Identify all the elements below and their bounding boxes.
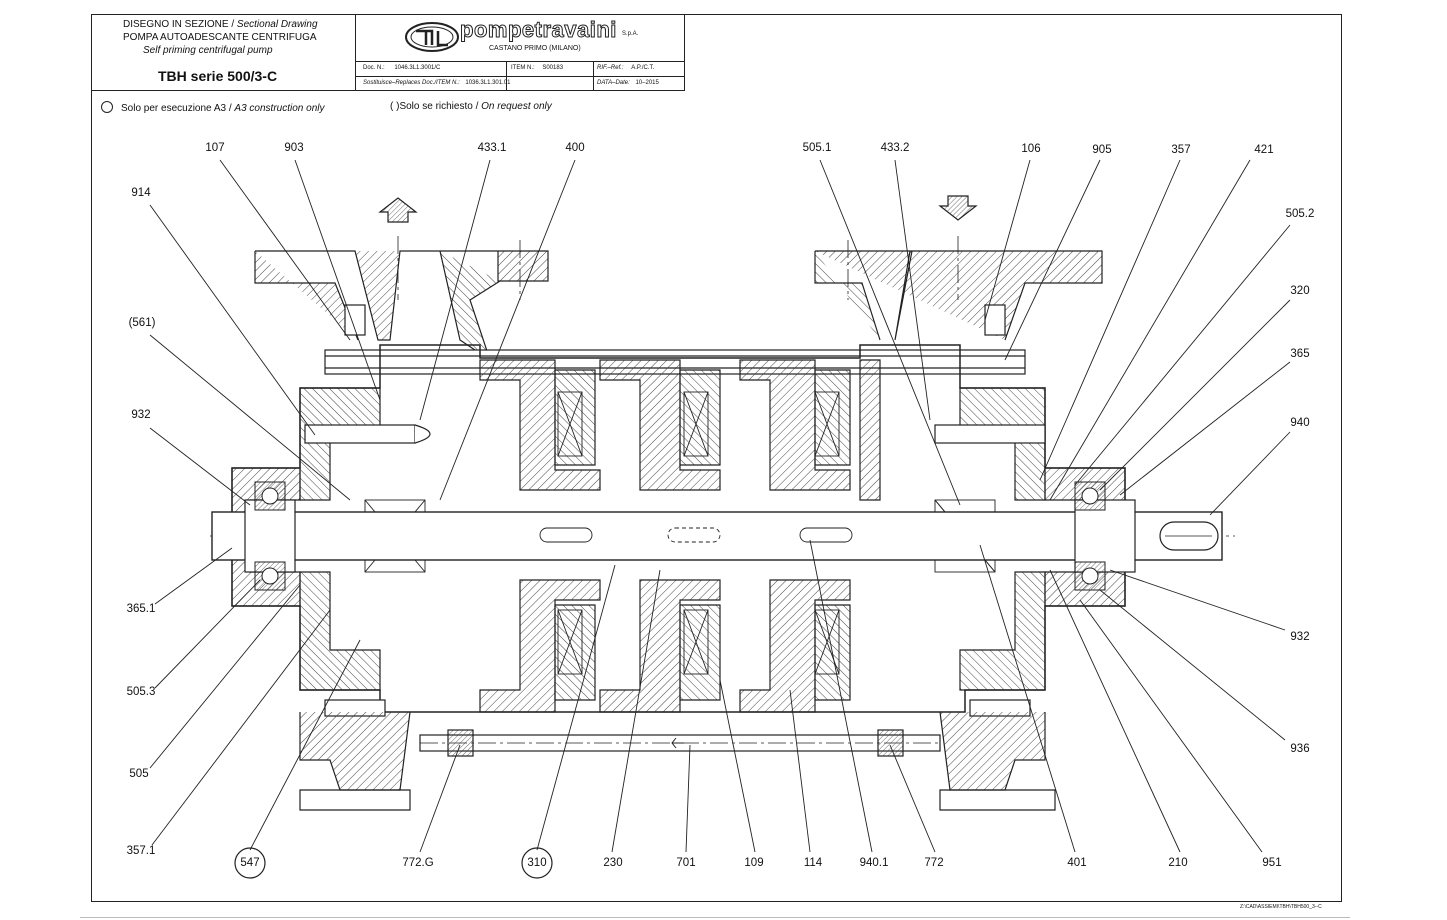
doc-number: Doc. N.: 1046.3L1.3001/C [363, 65, 440, 71]
a3-note: Solo per esecuzione A3 / A3 construction… [101, 101, 324, 114]
label-433-1: 433.1 [477, 142, 507, 154]
request-note-it: ( )Solo se richiesto [390, 101, 473, 112]
label-230: 230 [603, 857, 623, 869]
circle-marker-icon [101, 101, 113, 113]
label-940: 940 [1290, 417, 1310, 429]
company-location: CASTANO PRIMO (MILANO) [489, 45, 581, 52]
label-320: 320 [1290, 285, 1310, 297]
label-433-2: 433.2 [880, 142, 910, 154]
company-suffix: S.p.A. [622, 31, 639, 37]
doc-label: Doc. N.: [363, 65, 385, 71]
label-357: 357 [1171, 144, 1191, 156]
label-772: 772 [924, 857, 944, 869]
title-line1: DISEGNO IN SEZIONE / Sectional Drawing [123, 19, 318, 30]
replaces-value: 1036.3L1.301.01 [465, 80, 511, 86]
title-block: DISEGNO IN SEZIONE / Sectional Drawing P… [91, 14, 356, 91]
label-505-1: 505.1 [802, 142, 832, 154]
replaces: Sostituisce–Replaces Doc./ITEM N.: 1036.… [363, 80, 510, 86]
model-title: TBH serie 500/3-C [158, 68, 278, 84]
a3-note-it: Solo per esecuzione A3 [121, 103, 227, 114]
replaces-label: Sostituisce–Replaces Doc./ITEM N.: [363, 80, 460, 86]
label-561: (561) [128, 317, 156, 329]
label-905: 905 [1092, 144, 1112, 156]
rif-label: RIF.–Ref.: [597, 65, 624, 71]
item-value: S00183 [542, 65, 564, 71]
label-365-1: 365.1 [126, 603, 156, 615]
company-logo-icon [405, 22, 459, 52]
title-line3: Self priming centrifugal pump [143, 45, 273, 56]
logo-box: pompetravaini S.p.A. CASTANO PRIMO (MILA… [356, 14, 685, 62]
label-903: 903 [284, 142, 304, 154]
label-547: 547 [240, 857, 260, 869]
doc-value: 1046.3L1.3001/C [394, 65, 441, 71]
label-365: 365 [1290, 348, 1310, 360]
label-401: 401 [1067, 857, 1087, 869]
label-114: 114 [803, 857, 823, 869]
rif: RIF.–Ref.: A.P./C.T. [597, 65, 654, 71]
label-914: 914 [131, 187, 151, 199]
request-note-en: On request only [481, 101, 552, 112]
footer-rule [80, 917, 1350, 918]
label-701: 701 [676, 857, 696, 869]
label-951: 951 [1262, 857, 1282, 869]
rif-value: A.P./C.T. [631, 65, 655, 71]
label-400: 400 [565, 142, 585, 154]
title-line1-it: DISEGNO IN SEZIONE [123, 19, 229, 30]
title-line1-en: Sectional Drawing [236, 19, 318, 30]
label-772-g: 772.G [402, 857, 434, 869]
company-name: pompetravaini [460, 17, 617, 43]
label-107: 107 [205, 142, 225, 154]
label-932-upper: 932 [131, 409, 151, 421]
date: DATA–Date: 10–2015 [597, 80, 659, 86]
label-936: 936 [1290, 743, 1310, 755]
date-value: 10–2015 [635, 80, 659, 86]
label-505-2: 505.2 [1285, 208, 1315, 220]
title-line2: POMPA AUTOADESCANTE CENTRIFUGA [123, 32, 317, 43]
label-210: 210 [1168, 857, 1188, 869]
a3-note-en: A3 construction only [234, 103, 325, 114]
label-940-1: 940.1 [859, 857, 889, 869]
label-357-1: 357.1 [126, 845, 156, 857]
item-number: ITEM N.: S00183 [511, 65, 563, 71]
label-505-3: 505.3 [126, 686, 156, 698]
item-label: ITEM N.: [511, 65, 535, 71]
date-label: DATA–Date: [597, 80, 630, 86]
label-310: 310 [527, 857, 547, 869]
label-421: 421 [1254, 144, 1274, 156]
drawing-frame [91, 14, 1342, 902]
document-info: Doc. N.: 1046.3L1.3001/C ITEM N.: S00183… [356, 62, 685, 91]
label-932-lower: 932 [1290, 631, 1310, 643]
label-109: 109 [744, 857, 764, 869]
request-note: ( )Solo se richiesto / On request only [390, 101, 552, 112]
footer-path: Z:\CAD\ASSIEMI\TBH\TBH500_3--C [1240, 904, 1322, 910]
label-106: 106 [1021, 143, 1041, 155]
label-505: 505 [129, 768, 149, 780]
